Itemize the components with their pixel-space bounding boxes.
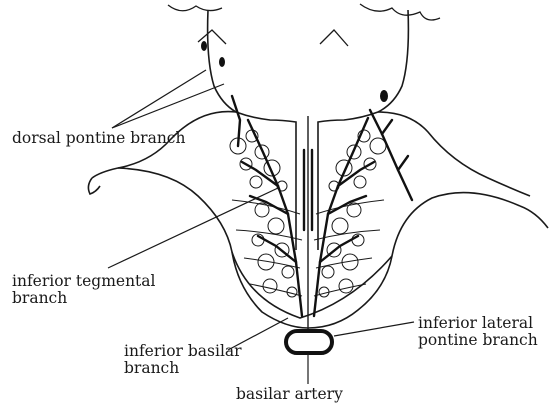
dorsal-branch-markers [201,41,388,102]
label-line: inferior basilar [124,343,242,360]
label-line: branch [12,290,156,307]
label-line: pontine branch [418,332,538,349]
label-line: inferior tegmental [12,273,156,290]
right-nuclei-texture [314,130,386,297]
label-line: branch [124,360,242,377]
label-inferior-tegmental-branch: inferior tegmental branch [12,273,156,307]
label-inferior-lateral-pontine-branch: inferior lateral pontine branch [418,315,538,349]
vessel-branches [232,96,412,316]
label-line: inferior lateral [418,315,538,332]
top-structure [168,4,440,46]
label-inferior-basilar-branch: inferior basilar branch [124,343,242,377]
label-line: basilar artery [236,386,343,403]
basilar-artery-shape [286,331,332,353]
label-line: dorsal pontine branch [12,130,185,147]
label-dorsal-pontine-branch: dorsal pontine branch [12,130,185,147]
label-basilar-artery: basilar artery [236,386,343,403]
